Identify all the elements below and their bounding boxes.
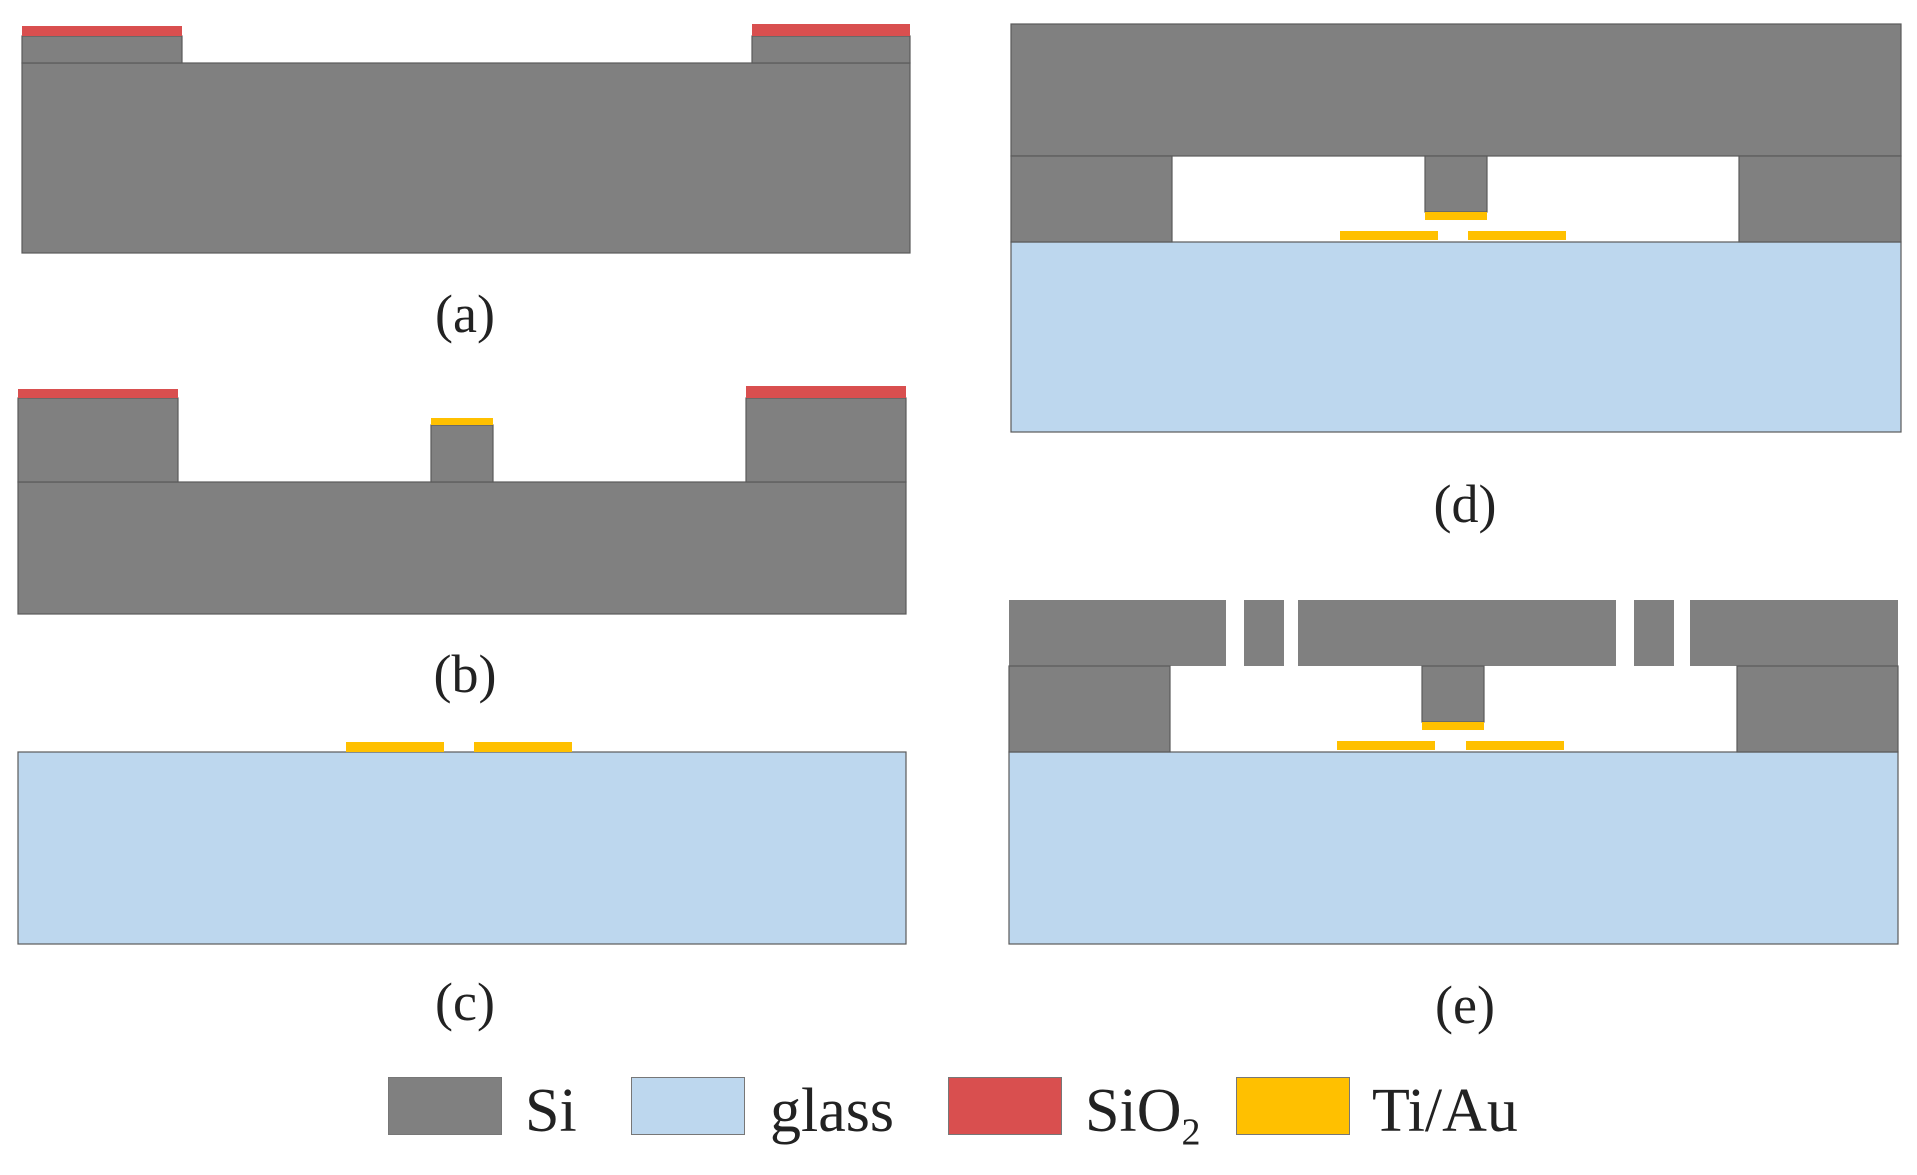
legend-swatch-si [388,1077,502,1135]
tiau-proof-mass-contact [1422,722,1484,730]
si-left-support [1010,155,1173,243]
tiau-proof-mass-contact [1425,212,1487,220]
si-cap-segment-5 [1690,600,1898,666]
tiau-electrode-left [1337,741,1435,750]
glass-substrate [1008,751,1899,945]
sio2-left-mask [18,389,178,398]
tiau-electrode-right [474,742,572,752]
sio2-right-mask [752,24,910,36]
legend-label-glass: glass [770,1077,894,1145]
si-left-pillar [21,35,183,64]
si-right-pillar [751,35,911,64]
glass-substrate [17,751,907,945]
panel-a-drawing [21,24,911,254]
si-right-support [1736,665,1899,753]
sio2-left-mask [22,26,182,36]
si-right-pillar [745,397,907,483]
tiau-electrode-right [1468,231,1566,240]
si-cap-segment-3 [1298,600,1616,666]
panel-d-drawing [1010,23,1902,433]
panel-label-d: (d) [1433,474,1497,534]
si-left-support [1008,665,1171,753]
si-substrate [17,481,907,615]
si-substrate [21,62,911,254]
si-left-pillar [17,397,179,483]
legend-label-sio2: SiO2 [1085,1077,1201,1154]
si-cap-segment-1 [1009,600,1226,666]
panel-b-drawing [17,386,907,615]
si-proof-mass [1421,665,1485,723]
si-right-support [1738,155,1902,243]
panel-label-b: (b) [433,644,497,704]
legend-label-tiau: Ti/Au [1372,1077,1518,1145]
legend-swatch-glass [631,1077,745,1135]
tiau-proof-mass-contact [431,418,493,425]
si-cap-segment-4 [1634,600,1674,666]
si-cap-layer [1010,23,1902,157]
panel-label-c: (c) [435,972,495,1032]
si-cap-segment-2 [1244,600,1284,666]
sio2-right-mask [746,386,906,398]
panel-label-a: (a) [435,284,495,344]
legend-swatch-sio2 [948,1077,1062,1135]
si-proof-mass [430,424,494,483]
panel-label-e: (e) [1435,975,1495,1035]
panel-e-drawing [1008,600,1899,945]
legend-label-si: Si [525,1077,577,1145]
glass-substrate [1010,241,1902,433]
si-proof-mass [1424,155,1488,213]
panel-c-drawing [17,742,907,945]
tiau-electrode-left [1340,231,1438,240]
tiau-electrode-right [1466,741,1564,750]
tiau-electrode-left [346,742,444,752]
legend-swatch-tiau [1236,1077,1350,1135]
